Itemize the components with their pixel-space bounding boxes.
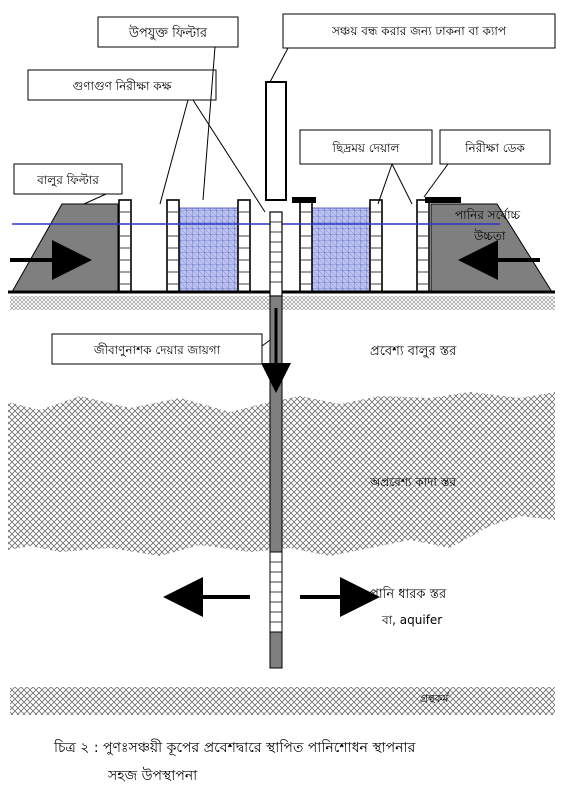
callout-perforated-wall: ছিদ্রময় দেয়াল (299, 129, 433, 165)
perforated-wall-posts (118, 199, 430, 293)
callout-inspection-deck: নিরীক্ষা ডেক (439, 129, 551, 165)
max-water-level-label-2: উচ্চতা (473, 229, 506, 243)
bottom-clay-layer (10, 687, 555, 715)
casing-rings (270, 221, 282, 283)
left-inspection-deck (292, 197, 316, 203)
storage-cap (265, 81, 287, 201)
right-filter-media (311, 207, 371, 293)
callout-storage-cap: সঞ্চয় বন্ধ করার জন্য ঢাকনা বা ক্যাপ (282, 13, 556, 49)
storage-cap-label: সঞ্চয় বন্ধ করার জন্য ঢাকনা বা ক্যাপ (331, 24, 507, 38)
wall-post (369, 199, 383, 293)
inspection-deck-label: নিরীক্ষা ডেক (464, 141, 525, 155)
left-sand-filter-embankment (11, 203, 119, 293)
wall-post (416, 199, 430, 293)
leader-lines (83, 46, 449, 347)
sand-filter-label: বালুর ফিল্টার (36, 173, 99, 188)
wall-post (166, 199, 180, 293)
wall-post (299, 199, 313, 293)
perforated-wall-label: ছিদ্রময় দেয়াল (332, 141, 401, 155)
disinfectant-place-label: জীবাণুনাশক দেয়ার জায়গা (93, 343, 221, 358)
inspection-chamber-label: গুণাগুণ নিরীক্ষা কক্ষ (73, 79, 172, 93)
callout-inspection-chamber: গুণাগুণ নিরীক্ষা কক্ষ (27, 69, 217, 101)
impermeable-clay-label: অপ্রবেশ্য কাদা স্তর (369, 475, 456, 489)
suitable-filter-label: উপযুক্ত ফিল্টার (128, 25, 208, 41)
wall-post (237, 199, 251, 293)
figure-caption-line-2: সহজ উপস্থাপনা (108, 768, 198, 784)
callout-sand-filter: বালুর ফিল্টার (13, 163, 123, 195)
callout-disinfectant: জীবাণুনাশক দেয়ার জায়গা (51, 333, 263, 365)
figure-caption-line-1: চিত্র ২ : পুণঃসঞ্চয়ী কূপের প্রবেশদ্বারে… (54, 740, 416, 756)
screen-slots (270, 561, 282, 623)
left-filter-media (177, 207, 239, 293)
wall-post (118, 199, 132, 293)
permeable-sand-label: প্রবেশ্য বালুর স্তর (370, 344, 457, 359)
watermark-text: গ্রন্থকর্ম (420, 692, 451, 705)
callout-suitable-filter: উপযুক্ত ফিল্টার (97, 16, 239, 48)
well-casing-upper (269, 211, 283, 297)
right-inspection-deck (425, 197, 461, 203)
aquifer-label-1: পানি ধারক স্তর (370, 586, 447, 602)
max-water-level-label-1: পানির সর্বোচ্চ (455, 208, 521, 222)
aquifer-label-2: বা, aquifer (381, 613, 442, 627)
